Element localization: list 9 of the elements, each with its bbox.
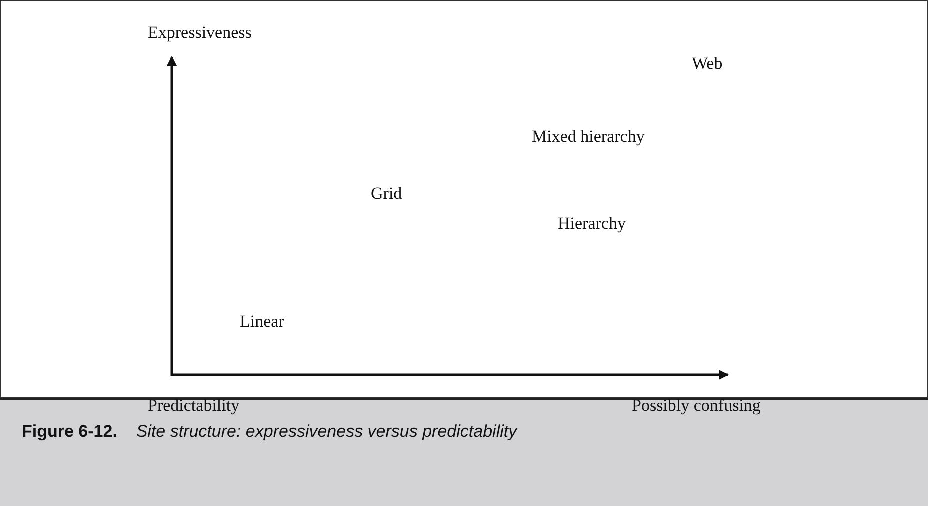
point-label: Web <box>692 54 723 74</box>
point-label: Linear <box>240 312 284 332</box>
figure-caption: Figure 6-12. Site structure: expressiveness versus predictability <box>22 422 518 442</box>
point-label: Hierarchy <box>558 214 626 234</box>
point-label: Grid <box>371 184 402 204</box>
point-label: Mixed hierarchy <box>532 127 645 147</box>
axis-label: Possibly confusing <box>632 396 761 416</box>
axis-label: Expressiveness <box>148 23 252 43</box>
axis-label: Predictability <box>148 396 240 416</box>
